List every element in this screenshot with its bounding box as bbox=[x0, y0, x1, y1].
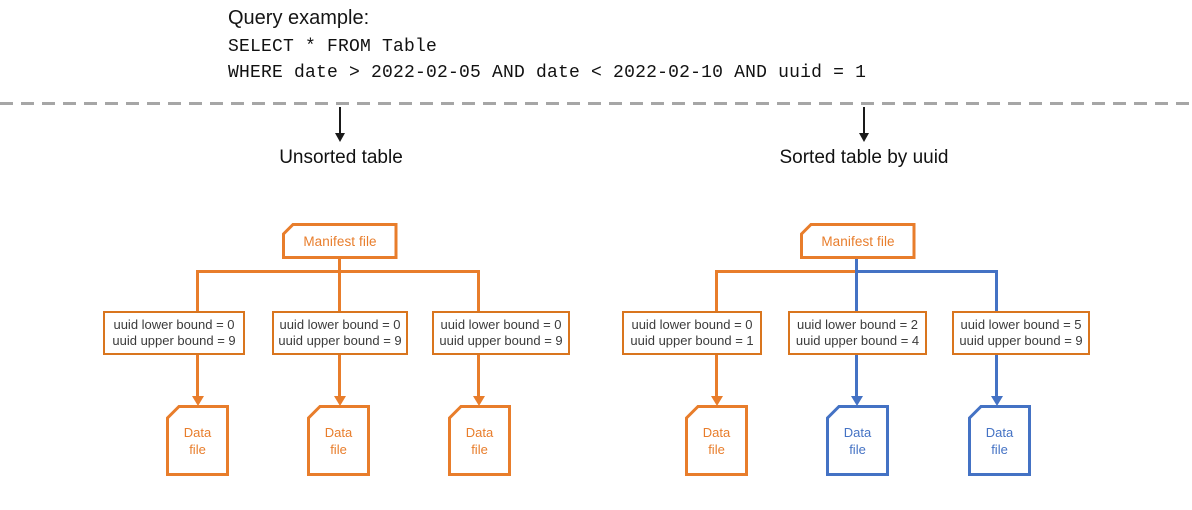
right-arrow-2 bbox=[855, 355, 858, 396]
right-manifest-file-node: Manifest file bbox=[800, 223, 916, 259]
right-bound-box-2: uuid lower bound = 2 uuid upper bound = … bbox=[788, 311, 927, 355]
uuid-lower-bound: uuid lower bound = 5 bbox=[960, 317, 1082, 332]
data-file-label: Data file bbox=[465, 424, 494, 457]
manifest-file-shape-icon bbox=[800, 223, 916, 259]
right-connector-branch-1 bbox=[715, 270, 718, 312]
data-file-shape-icon bbox=[307, 405, 370, 476]
right-arrow-3 bbox=[995, 355, 998, 396]
query-sql-select-line: SELECT * FROM Table bbox=[228, 37, 438, 57]
left-connector-branch-2 bbox=[338, 270, 341, 312]
right-connector-horizontal-blue bbox=[855, 270, 998, 273]
uuid-upper-bound: uuid upper bound = 9 bbox=[959, 333, 1083, 348]
down-arrow-icon bbox=[339, 107, 341, 134]
uuid-lower-bound: uuid lower bound = 0 bbox=[631, 317, 753, 332]
uuid-lower-bound: uuid lower bound = 0 bbox=[279, 317, 401, 332]
left-arrowhead-2-icon bbox=[334, 396, 346, 406]
data-file-label: Data file bbox=[324, 424, 353, 457]
right-data-file-2: Data file bbox=[826, 405, 889, 476]
down-arrowhead-icon bbox=[859, 133, 869, 142]
left-section-title: Unsorted table bbox=[279, 147, 403, 168]
left-arrow-1 bbox=[196, 355, 199, 396]
right-arrowhead-3-icon bbox=[991, 396, 1003, 406]
left-data-file-3: Data file bbox=[448, 405, 511, 476]
manifest-file-label: Manifest file bbox=[303, 233, 377, 249]
left-arrowhead-1-icon bbox=[192, 396, 204, 406]
left-connector-branch-3 bbox=[477, 270, 480, 312]
uuid-lower-bound: uuid lower bound = 0 bbox=[440, 317, 562, 332]
left-arrow-3 bbox=[477, 355, 480, 396]
uuid-lower-bound: uuid lower bound = 2 bbox=[796, 317, 919, 332]
manifest-file-shape-icon bbox=[282, 223, 398, 259]
down-arrowhead-icon bbox=[335, 133, 345, 142]
right-connector-branch-3 bbox=[995, 270, 998, 312]
left-bound-box-3: uuid lower bound = 0 uuid upper bound = … bbox=[432, 311, 570, 355]
uuid-lower-bound: uuid lower bound = 0 bbox=[113, 317, 235, 332]
right-bound-box-1: uuid lower bound = 0 uuid upper bound = … bbox=[622, 311, 762, 355]
data-file-shape-icon bbox=[685, 405, 748, 476]
left-connector-branch-1 bbox=[196, 270, 199, 312]
uuid-upper-bound: uuid upper bound = 1 bbox=[630, 333, 754, 348]
right-section-title: Sorted table by uuid bbox=[779, 147, 949, 168]
right-connector-trunk bbox=[855, 258, 858, 312]
query-title: Query example: bbox=[228, 7, 370, 29]
left-connector-trunk bbox=[338, 258, 341, 273]
data-file-shape-icon bbox=[826, 405, 889, 476]
data-file-shape-icon bbox=[166, 405, 229, 476]
dashed-divider bbox=[0, 102, 1192, 105]
left-bound-box-2: uuid lower bound = 0 uuid upper bound = … bbox=[272, 311, 408, 355]
query-sql-where-line: WHERE date > 2022-02-05 AND date < 2022-… bbox=[228, 63, 867, 83]
left-manifest-file-node: Manifest file bbox=[282, 223, 398, 259]
data-file-label: Data file bbox=[843, 424, 872, 457]
left-data-file-1: Data file bbox=[166, 405, 229, 476]
data-file-label: Data file bbox=[702, 424, 731, 457]
data-file-label: Data file bbox=[183, 424, 212, 457]
uuid-upper-bound: uuid upper bound = 9 bbox=[439, 333, 563, 348]
right-arrowhead-1-icon bbox=[711, 396, 723, 406]
right-arrowhead-2-icon bbox=[851, 396, 863, 406]
data-file-label: Data file bbox=[985, 424, 1014, 457]
data-file-shape-icon bbox=[448, 405, 511, 476]
right-data-file-1: Data file bbox=[685, 405, 748, 476]
uuid-upper-bound: uuid upper bound = 9 bbox=[278, 333, 402, 348]
right-arrow-1 bbox=[715, 355, 718, 396]
down-arrow-icon bbox=[863, 107, 865, 134]
data-file-shape-icon bbox=[968, 405, 1031, 476]
right-data-file-3: Data file bbox=[968, 405, 1031, 476]
manifest-file-label: Manifest file bbox=[821, 233, 895, 249]
uuid-upper-bound: uuid upper bound = 9 bbox=[112, 333, 236, 348]
right-bound-box-3: uuid lower bound = 5 uuid upper bound = … bbox=[952, 311, 1090, 355]
left-data-file-2: Data file bbox=[307, 405, 370, 476]
right-connector-horizontal-orange bbox=[715, 270, 857, 273]
left-arrow-2 bbox=[338, 355, 341, 396]
left-arrowhead-3-icon bbox=[473, 396, 485, 406]
left-bound-box-1: uuid lower bound = 0 uuid upper bound = … bbox=[103, 311, 245, 355]
uuid-upper-bound: uuid upper bound = 4 bbox=[795, 333, 920, 348]
